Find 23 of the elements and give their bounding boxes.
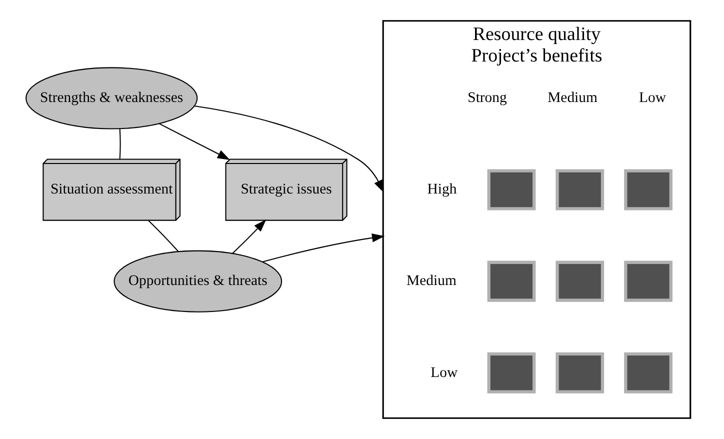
- node-box: [486, 260, 536, 302]
- label: Low: [430, 364, 458, 381]
- node-box: [486, 352, 536, 394]
- node-box: [624, 260, 672, 302]
- node-box: [555, 260, 604, 302]
- arrow: [158, 123, 230, 160]
- label: High: [426, 182, 456, 198]
- label: Medium: [547, 90, 597, 106]
- node-box: [555, 352, 604, 394]
- arrow: [232, 219, 266, 254]
- node-ellipse: Strengths & weaknesses: [25, 67, 198, 130]
- node-box: [555, 169, 604, 210]
- node-box: [624, 169, 672, 210]
- label: Strong: [467, 90, 506, 106]
- label: Low: [638, 90, 666, 106]
- label: Medium: [406, 273, 456, 290]
- node-box: [624, 352, 672, 394]
- node-box: [486, 169, 536, 210]
- node-ellipse: Opportunities & threats: [113, 250, 282, 312]
- arrow: [194, 105, 384, 193]
- connector: [118, 129, 120, 160]
- connector: [148, 220, 178, 252]
- arrow: [262, 233, 384, 262]
